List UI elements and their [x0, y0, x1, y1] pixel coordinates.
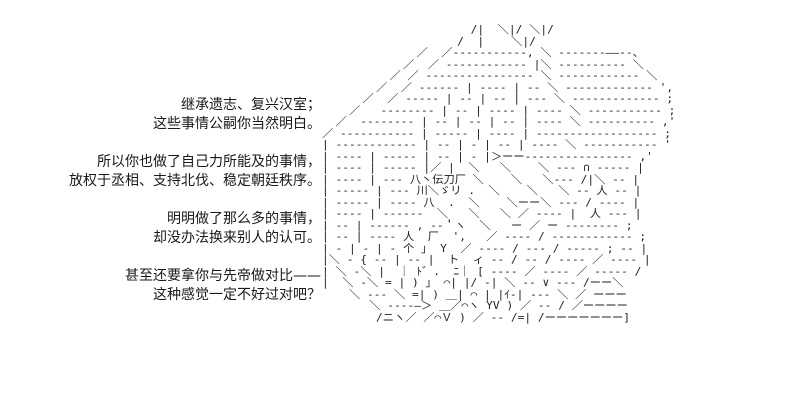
dialogue-line: 这种感觉一定不好过对吧？ — [153, 287, 321, 303]
dialogue-line: 明明做了那么多的事情， — [167, 211, 321, 227]
dialogue-paragraph: 明明做了那么多的事情， 却没办法换来别人的认可。 — [0, 210, 325, 248]
dialogue-spacer — [0, 248, 325, 267]
dialogue-paragraph: 继承遗志、复兴汉室； 这些事情公嗣你当然明白。 — [0, 96, 325, 134]
dialogue-paragraph: 甚至还要拿你与先帝做对比—— 这种感觉一定不好过对吧？ — [0, 267, 325, 305]
dialogue-spacer — [0, 191, 325, 210]
dialogue-spacer — [0, 134, 325, 153]
ascii-art-portrait: /| ＼|/ ＼|/ / | ＼|/ ／ ／-----------, ＼ ---… — [322, 23, 676, 324]
dialogue-paragraph: 所以你也做了自己力所能及的事情， 放权于丞相、支持北伐、稳定朝廷秩序。 — [0, 153, 325, 191]
dialogue-line: 放权于丞相、支持北伐、稳定朝廷秩序。 — [69, 173, 321, 189]
dialogue-line: 这些事情公嗣你当然明白。 — [153, 116, 321, 132]
dialogue-line: 甚至还要拿你与先帝做对比—— — [125, 268, 321, 284]
dialogue-line: 却没办法换来别人的认可。 — [153, 230, 321, 246]
dialogue-text-block: 继承遗志、复兴汉室； 这些事情公嗣你当然明白。 所以你也做了自己力所能及的事情，… — [0, 96, 325, 305]
dialogue-line: 所以你也做了自己力所能及的事情， — [97, 154, 321, 170]
dialogue-line: 继承遗志、复兴汉室； — [181, 97, 321, 113]
